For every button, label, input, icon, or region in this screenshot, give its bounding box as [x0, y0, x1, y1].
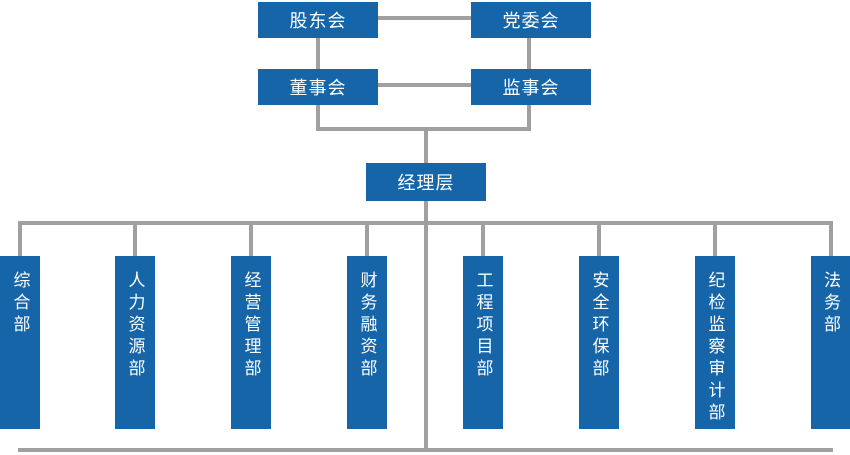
node-label: 党委会	[502, 11, 560, 31]
node-human-resources-department: 人力资源部	[115, 256, 155, 429]
connector-management-trunk	[424, 201, 428, 452]
connector-bracket-horizontal	[316, 127, 531, 131]
connector-drop-2	[133, 225, 137, 256]
node-label: 法务部	[821, 271, 840, 337]
node-label: 董事会	[289, 78, 347, 98]
node-label: 综合部	[10, 271, 30, 337]
connector-row2-horizontal	[378, 83, 471, 87]
node-label: 纪检监察审计部	[705, 271, 725, 425]
node-label: 股东会	[289, 11, 347, 31]
connector-departments-horizontal	[18, 221, 833, 225]
connector-directors-down	[316, 105, 320, 131]
connector-party-to-supervisory	[527, 38, 531, 69]
connector-row1-horizontal	[378, 16, 471, 20]
node-safety-environment-department: 安全环保部	[579, 256, 619, 429]
node-legal-department: 法务部	[811, 256, 850, 429]
connector-drop-5	[481, 225, 485, 256]
connector-drop-4	[365, 225, 369, 256]
connector-drop-6	[597, 225, 601, 256]
connector-drop-1	[18, 225, 22, 256]
node-operations-management-department: 经营管理部	[231, 256, 271, 429]
connector-shareholders-to-directors	[316, 38, 320, 69]
connector-bottom-rail	[18, 448, 833, 452]
connector-supervisory-down	[527, 105, 531, 131]
node-party-committee: 党委会	[471, 2, 591, 38]
connector-bracket-to-management	[424, 131, 428, 163]
node-label: 安全环保部	[589, 271, 609, 381]
node-engineering-project-department: 工程项目部	[463, 256, 503, 429]
node-discipline-inspection-audit-department: 纪检监察审计部	[695, 256, 735, 429]
node-shareholders-meeting: 股东会	[258, 2, 378, 38]
node-general-department: 综合部	[0, 256, 40, 429]
node-label: 监事会	[502, 78, 560, 98]
node-label: 财务融资部	[357, 271, 377, 381]
node-label: 人力资源部	[125, 271, 145, 381]
node-board-of-directors: 董事会	[258, 69, 378, 105]
connector-drop-7	[713, 225, 717, 256]
node-supervisory-board: 监事会	[471, 69, 591, 105]
connector-drop-3	[249, 225, 253, 256]
node-finance-financing-department: 财务融资部	[347, 256, 387, 429]
node-management-level: 经理层	[366, 163, 486, 201]
node-label: 经理层	[397, 173, 455, 193]
node-label: 经营管理部	[241, 271, 261, 381]
node-label: 工程项目部	[473, 271, 493, 381]
connector-drop-8	[829, 225, 833, 256]
